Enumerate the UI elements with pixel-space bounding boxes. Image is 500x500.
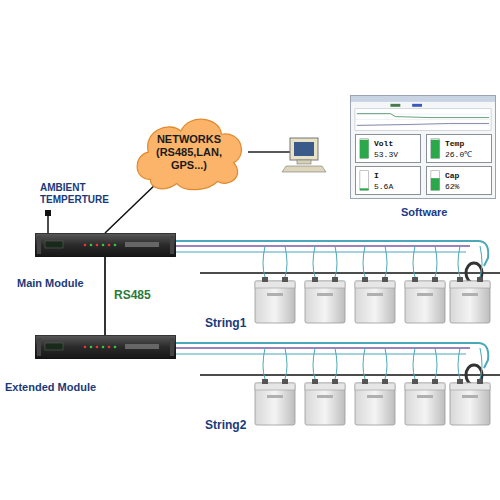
readout-value: 5.6A <box>374 181 393 192</box>
software-screenshot: SoftwareVolt53.3VTemp26.0℃I5.6ACap62% <box>350 95 496 199</box>
readout-value: 62% <box>445 181 459 192</box>
readout-panel: I5.6A <box>355 166 421 195</box>
rack-module: Extended Module <box>35 335 176 359</box>
battery-cell <box>255 277 295 323</box>
battery-cell <box>450 277 490 323</box>
readout-text: Volt53.3V <box>374 138 398 160</box>
battery-cell <box>255 379 295 425</box>
readout-value: 53.3V <box>374 149 398 160</box>
cloud-label: NETWORKS (RS485,LAN, GPS...) <box>150 133 228 172</box>
connector <box>105 182 158 233</box>
plain-label: String2 <box>205 418 246 432</box>
readout-text: I5.6A <box>374 170 393 192</box>
battery-cell <box>305 379 345 425</box>
readout-name: Cap <box>445 170 459 181</box>
plain-label: String1 <box>205 316 246 330</box>
string-wiring <box>176 241 500 385</box>
battery-cell <box>355 277 395 323</box>
readout-panel: Cap62% <box>426 166 492 195</box>
battery-cell <box>405 277 445 323</box>
battery-cell <box>305 277 345 323</box>
rack-module: Main Module <box>35 233 176 257</box>
readout-panel: Volt53.3V <box>355 134 421 163</box>
readout-text: Cap62% <box>445 170 459 192</box>
battery-cell <box>405 379 445 425</box>
readout-text: Temp26.0℃ <box>445 138 472 160</box>
module-label: Main Module <box>17 277 84 289</box>
connector <box>104 257 106 335</box>
readout-value: 26.0℃ <box>445 149 472 160</box>
network-cloud: NETWORKS (RS485,LAN, GPS...) <box>128 108 250 192</box>
battery-cell <box>355 379 395 425</box>
temperature-sensor <box>45 210 51 236</box>
connector-label: RS485 <box>113 288 152 302</box>
battery-cell <box>450 379 490 425</box>
readout-name: Temp <box>445 138 472 149</box>
screenshot-caption: Software <box>401 206 447 218</box>
module-label: Extended Module <box>5 381 96 393</box>
plain-label: AMBIENT TEMPERTURE <box>40 182 120 206</box>
computer-icon <box>248 138 326 172</box>
readout-name: I <box>374 170 393 181</box>
readout-name: Volt <box>374 138 398 149</box>
readout-panel: Temp26.0℃ <box>426 134 492 163</box>
